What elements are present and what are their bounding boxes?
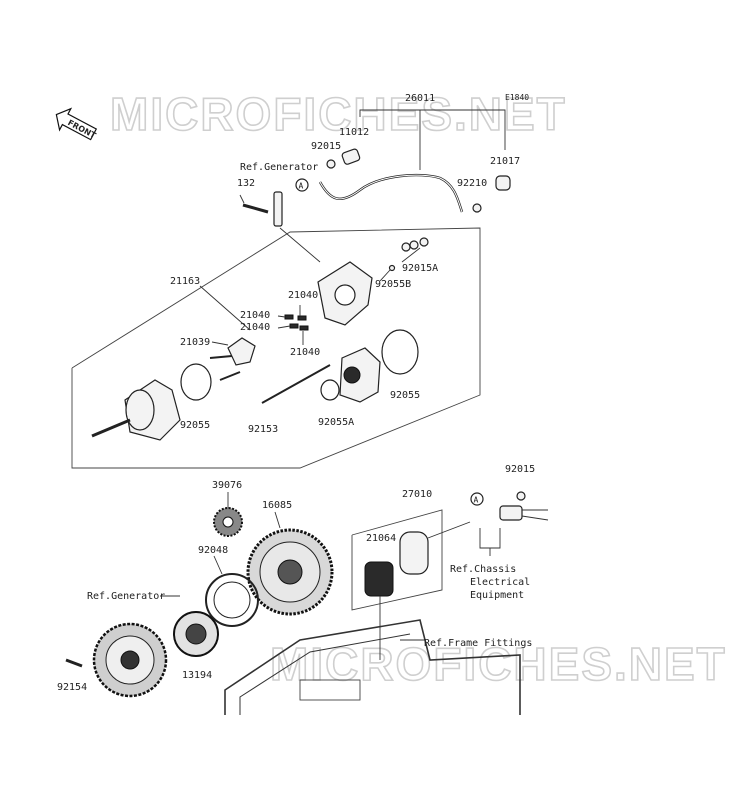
label-92015-top: 92015 <box>311 141 341 152</box>
relay-terminal <box>499 505 523 521</box>
diagram-code: E1840 <box>505 93 529 102</box>
watermark-top: MICROFICHES.NET <box>110 88 567 140</box>
label-21017: 21017 <box>490 156 520 167</box>
label-21040-c: 21040 <box>240 322 270 333</box>
label-21040-b: 21040 <box>240 310 270 321</box>
label-21039: 21039 <box>180 337 210 348</box>
label-92055-right: 92055 <box>390 390 420 401</box>
brush-4 <box>299 325 309 331</box>
leader-26011 <box>359 109 506 150</box>
label-21064: 21064 <box>366 533 396 544</box>
label-21040-a: 21040 <box>288 290 318 301</box>
oring-92055A <box>320 379 340 401</box>
nut-92015-top <box>326 159 336 169</box>
label-92210: 92210 <box>457 178 487 189</box>
brush-2 <box>289 323 299 329</box>
cable-boot <box>341 148 361 165</box>
bolt-92154 <box>65 658 83 668</box>
washer-92048 <box>205 573 259 627</box>
washer-2 <box>409 240 419 250</box>
battery-cable <box>318 173 464 213</box>
label-132: 132 <box>237 178 255 189</box>
relay-holder-21064 <box>364 561 394 597</box>
generator-strap <box>273 191 283 227</box>
label-26011: 26011 <box>405 93 435 104</box>
label-13194: 13194 <box>182 670 212 681</box>
label-92015A: 92015A <box>402 263 438 274</box>
oring-92055B <box>388 264 396 272</box>
yoke-end <box>125 389 155 431</box>
starter-relay-body <box>399 531 429 575</box>
label-ref-chassis-3: Equipment <box>470 590 524 601</box>
washer-1 <box>401 242 411 252</box>
label-92153: 92153 <box>248 424 278 435</box>
label-92055B: 92055B <box>375 279 411 290</box>
label-92154: 92154 <box>57 682 87 693</box>
oring-92055-left <box>180 363 212 401</box>
label-ref-generator-bottom: Ref.Generator <box>87 591 165 602</box>
label-ref-chassis-2: Electrical <box>470 577 530 588</box>
label-ref-frame-fittings: Ref.Frame Fittings <box>424 638 532 649</box>
brush-1 <box>284 314 294 320</box>
label-21163: 21163 <box>170 276 200 287</box>
bolt-132 <box>242 203 269 214</box>
label-27010: 27010 <box>402 489 432 500</box>
armature-shaft <box>91 418 131 438</box>
end-cover-hole <box>334 284 356 306</box>
label-11012: 11012 <box>339 127 369 138</box>
nut-92015-right <box>516 491 526 501</box>
nut-92015A <box>419 237 429 247</box>
starter-frame <box>71 227 481 469</box>
front-arrow-icon: FRONT <box>55 107 98 141</box>
brush-holder <box>227 337 256 366</box>
callout-circle-top <box>295 178 309 192</box>
relay-frame <box>351 509 443 611</box>
brush-3 <box>297 315 307 321</box>
label-16085: 16085 <box>262 500 292 511</box>
frame-fittings <box>224 619 521 715</box>
callout-circle-bottom <box>470 492 484 506</box>
through-bolt-92153 <box>261 364 331 404</box>
callout-letter-bottom: A <box>474 496 479 505</box>
label-92055A: 92055A <box>318 417 354 428</box>
label-39076: 39076 <box>212 480 242 491</box>
oring-92055-right <box>381 329 419 375</box>
label-ref-chassis-1: Ref.Chassis <box>450 564 516 575</box>
starter-relay-cap <box>495 175 511 191</box>
holder-screw <box>209 355 233 359</box>
callout-letter-top: A <box>299 182 304 191</box>
label-92055-left: 92055 <box>180 420 210 431</box>
label-92048: 92048 <box>198 545 228 556</box>
label-21040-d: 21040 <box>290 347 320 358</box>
pinion-gear <box>343 366 361 384</box>
holder-screw-2 <box>219 371 241 381</box>
nut-92210 <box>472 203 482 213</box>
label-ref-generator-top: Ref.Generator <box>240 162 318 173</box>
label-92015-right: 92015 <box>505 464 535 475</box>
